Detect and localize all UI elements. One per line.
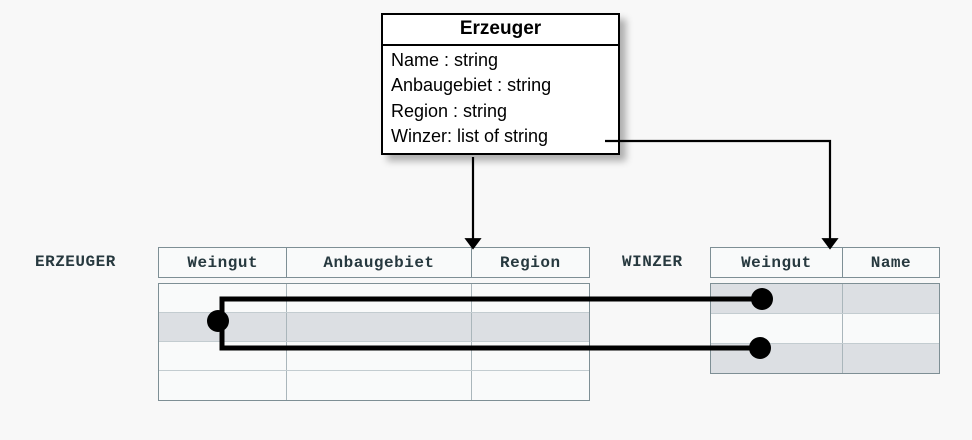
table-body-winzer bbox=[710, 283, 940, 374]
table-cell bbox=[843, 344, 939, 373]
table-cell bbox=[711, 314, 843, 343]
table-row bbox=[159, 371, 589, 400]
table-row bbox=[159, 342, 589, 371]
table-cell bbox=[159, 342, 288, 370]
table-cell bbox=[159, 371, 288, 400]
table-label-winzer: WINZER bbox=[622, 253, 683, 271]
table-cell bbox=[711, 284, 843, 313]
uml-attribute-anbaugebiet: Anbaugebiet : string bbox=[391, 75, 552, 96]
table-cell bbox=[472, 284, 589, 312]
table-body-erzeuger bbox=[158, 283, 590, 401]
uml-class-box-erzeuger: Erzeuger Name : string Anbaugebiet : str… bbox=[381, 13, 620, 156]
uml-attribute-winzer: Winzer: list of string bbox=[391, 126, 549, 147]
table-row bbox=[711, 344, 939, 373]
table-cell bbox=[159, 284, 288, 312]
table-cell bbox=[843, 284, 939, 313]
column-header-weingut: Weingut bbox=[159, 248, 288, 277]
table-cell bbox=[843, 314, 939, 343]
table-cell bbox=[472, 371, 589, 400]
table-cell bbox=[472, 342, 589, 370]
table-cell bbox=[287, 284, 472, 312]
table-label-erzeuger: ERZEUGER bbox=[35, 253, 116, 271]
column-header-weingut: Weingut bbox=[711, 248, 843, 277]
uml-attribute-list: Name : string Anbaugebiet : string Regio… bbox=[383, 46, 618, 153]
table-row bbox=[711, 314, 939, 344]
uml-class-title: Erzeuger bbox=[383, 15, 618, 46]
table-header-erzeuger: Weingut Anbaugebiet Region bbox=[158, 247, 590, 278]
table-header-winzer: Weingut Name bbox=[710, 247, 940, 278]
table-cell bbox=[287, 313, 472, 341]
column-header-name: Name bbox=[870, 253, 912, 272]
uml-attribute-name: Name : string bbox=[391, 49, 499, 70]
table-cell bbox=[472, 313, 589, 341]
table-cell bbox=[711, 344, 843, 373]
table-row bbox=[711, 284, 939, 314]
table-cell bbox=[287, 371, 472, 400]
column-header-region: Region bbox=[499, 253, 561, 272]
table-row bbox=[159, 313, 589, 342]
arrow-winzer bbox=[605, 139, 839, 250]
uml-attribute-region: Region : string bbox=[391, 100, 508, 121]
table-row bbox=[159, 284, 589, 313]
table-cell bbox=[287, 342, 472, 370]
table-cell bbox=[159, 313, 288, 341]
column-header-anbaugebiet: Anbaugebiet bbox=[287, 248, 472, 277]
